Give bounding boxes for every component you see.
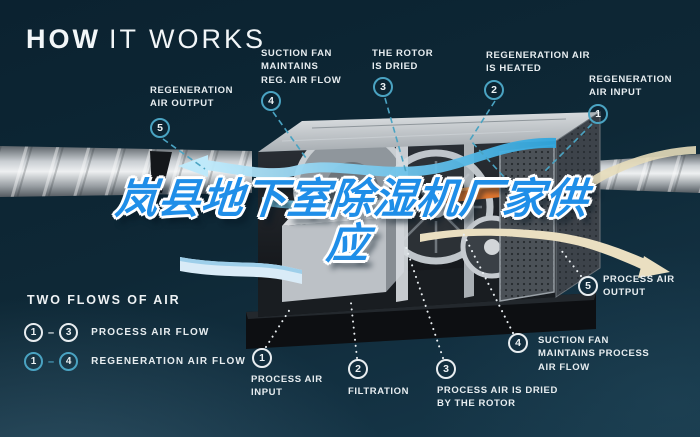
process-output-arrowhead (638, 256, 670, 278)
chinese-headline-line1: 岚县地下室除湿机厂家供 (113, 175, 591, 222)
label-process-air-input: PROCESS AIR INPUT (251, 374, 323, 399)
label-suction-fan-process: SUCTION FAN MAINTAINS PROCESS AIR FLOW (538, 335, 650, 373)
page-title-bold: HOW (26, 24, 101, 54)
badge-2-reg-heated: 2 (484, 80, 504, 100)
process-output-ribbon (420, 228, 652, 272)
label-reg-air-heated: REGENERATION AIR IS HEATED (486, 50, 591, 75)
regeneration-flow-ribbon (206, 137, 556, 179)
badge-4-suction-process: 4 (508, 333, 528, 353)
legend-title: TWO FLOWS OF AIR (27, 293, 181, 307)
badge-1-reg-input: 1 (588, 104, 608, 124)
air-flows (178, 137, 696, 284)
callout-lines (162, 97, 593, 179)
legend-label-process: PROCESS AIR FLOW (91, 327, 210, 338)
label-rotor-dried: THE ROTOR IS DRIED (372, 48, 434, 73)
label-regeneration-air-output: REGENERATION AIR OUTPUT (150, 85, 234, 110)
label-process-air-dried: PROCESS AIR IS DRIED BY THE ROTOR (437, 385, 558, 410)
page-title-rest: IT WORKS (108, 24, 266, 54)
legend-row-process: 1 – 3 PROCESS AIR FLOW (24, 323, 209, 342)
badge-4-suction-reg: 4 (261, 91, 281, 111)
chinese-headline: 岚县地下室除湿机厂家供 应 (0, 175, 700, 267)
label-filtration: FILTRATION (348, 386, 410, 397)
legend-circle-start: 1 (24, 352, 43, 371)
label-process-air-output: PROCESS AIR OUTPUT (603, 274, 675, 299)
legend-circle-start: 1 (24, 323, 43, 342)
legend-row-regeneration: 1 – 4 REGENERATION AIR FLOW (24, 352, 246, 371)
badge-3-process-dried: 3 (436, 359, 456, 379)
badge-5-process-output: 5 (578, 276, 598, 296)
legend-circle-end: 3 (59, 323, 79, 342)
left-duct (0, 146, 252, 197)
badge-3-rotor-dried: 3 (373, 77, 393, 97)
chinese-headline-line2: 应 (324, 220, 372, 267)
legend-dash: – (48, 326, 55, 339)
legend-dash: – (48, 355, 55, 368)
legend-circle-end: 4 (59, 352, 79, 371)
callout-lines-dotted (265, 232, 582, 359)
regeneration-flow-arrowhead (178, 155, 208, 177)
badge-2-filtration: 2 (348, 359, 368, 379)
legend-label-regeneration: REGENERATION AIR FLOW (91, 356, 246, 367)
regeneration-input-ribbon (566, 146, 696, 203)
badge-1-process-input: 1 (252, 348, 272, 368)
label-suction-fan-reg: SUCTION FAN MAINTAINS REG. AIR FLOW (261, 48, 342, 86)
badge-5-reg-output: 5 (150, 118, 170, 138)
label-reg-air-input: REGENERATION AIR INPUT (589, 74, 673, 99)
